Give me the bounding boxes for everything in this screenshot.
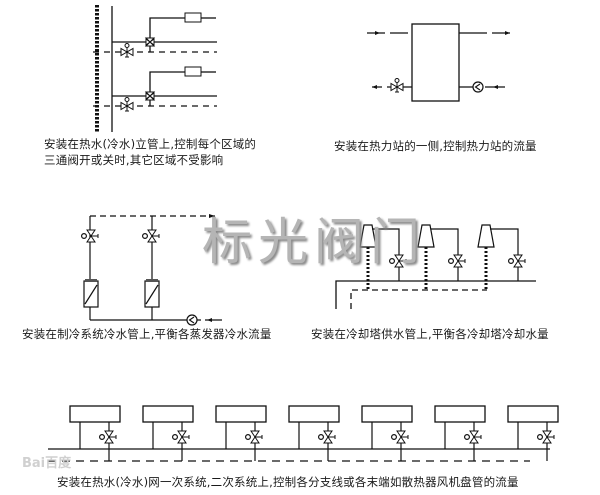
balance-valve-icon	[318, 430, 336, 444]
caption-heat-station: 安装在热力站的一侧,控制热力站的流量	[334, 139, 537, 153]
three-way-valve-icon	[145, 91, 155, 101]
terminal-unit-7	[507, 405, 559, 461]
baidu-logo-watermark: Bai百度	[22, 456, 72, 471]
balance-valve-icon	[508, 254, 526, 268]
terminal-unit-2	[142, 405, 194, 461]
caption-chiller: 安装在制冷系统冷水管上,平衡各蒸发器冷水流量	[22, 327, 272, 341]
panel-cooling-tower	[335, 224, 536, 309]
caption-riser-line-1: 安装在热水(冷水)立管上,控制每个区域的	[44, 137, 257, 151]
panel-riser	[93, 5, 217, 132]
caption-cooling-tower: 安装在冷却塔供水管上,平衡各冷却塔冷却水量	[311, 327, 549, 341]
panel-heat-station	[367, 23, 510, 102]
terminal-unit-4	[288, 405, 340, 461]
panel-network	[48, 405, 559, 462]
balance-valve-icon	[391, 430, 409, 444]
three-way-valve-icon	[145, 37, 155, 47]
panel-chiller	[80, 214, 222, 326]
balance-valve-icon	[120, 43, 134, 58]
zone-1	[93, 12, 217, 58]
balance-valve-icon	[172, 430, 190, 444]
terminal-unit	[184, 12, 202, 23]
balance-valve-icon	[245, 430, 263, 444]
cooling-tower-2	[417, 224, 466, 290]
watermark-text: 标光阀门	[202, 213, 426, 271]
balance-valve-icon	[464, 430, 482, 444]
cooling-tower-1	[359, 224, 407, 290]
balance-valve-icon	[390, 78, 404, 93]
balance-valve-icon	[142, 229, 160, 243]
balance-valve-icon	[448, 254, 466, 268]
caption-network: 安装在热水(冷水)网一次系统,二次系统上,控制各分支线或各末端如散热器风机盘管的…	[57, 475, 519, 489]
pump-icon	[472, 81, 484, 93]
caption-riser-line-2: 三通阀开或关时,其它区域不受影响	[44, 153, 224, 167]
heat-exchanger	[411, 23, 460, 102]
balance-valve-icon	[536, 430, 555, 444]
terminal-unit-5	[361, 405, 413, 461]
terminal-unit-6	[434, 405, 486, 461]
pump-icon	[186, 314, 198, 326]
terminal-unit-3	[215, 405, 267, 461]
balance-valve-icon	[98, 430, 117, 444]
cooling-tower-3	[477, 224, 526, 290]
terminal-unit-1	[69, 405, 121, 461]
balance-valve-icon	[120, 97, 134, 112]
zone-2	[93, 66, 217, 112]
terminal-unit	[184, 66, 202, 77]
